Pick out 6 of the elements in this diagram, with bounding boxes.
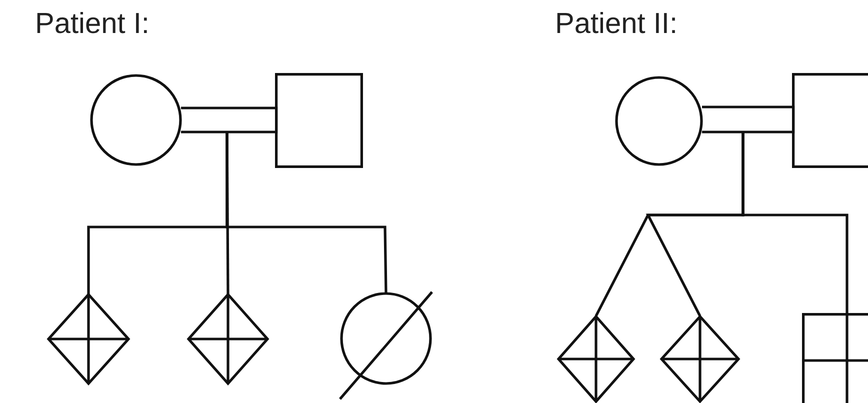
patient-heading: Patient I: (35, 8, 150, 41)
descent-line (742, 132, 848, 314)
double-line (700, 106, 795, 134)
patient-heading: Patient II: (555, 8, 678, 41)
double-line (180, 106, 278, 134)
descent-line (226, 132, 388, 294)
